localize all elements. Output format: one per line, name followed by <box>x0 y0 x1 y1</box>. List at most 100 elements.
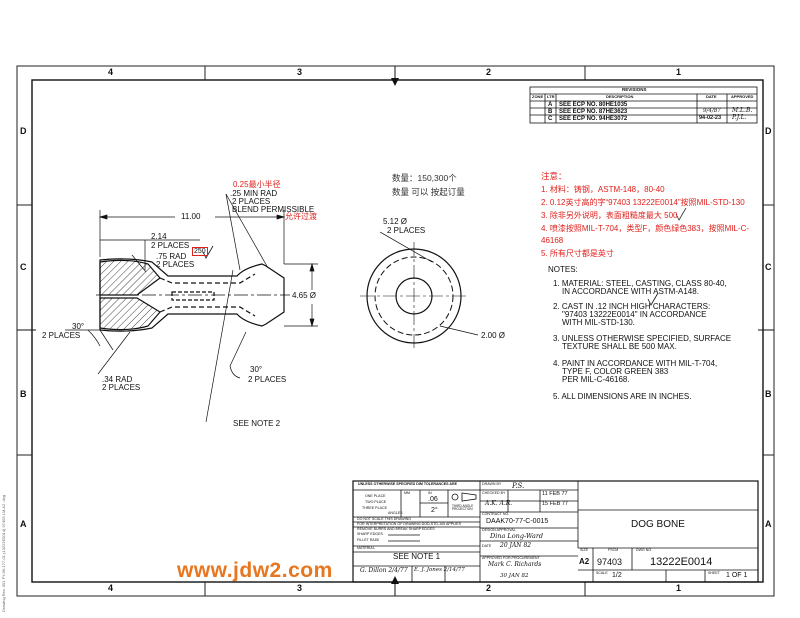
cn-note-2: 2. 0.12英寸高的字“97403 13222E0014”按照MIL-STD-… <box>541 198 745 207</box>
tb-scale-label: SCALE <box>596 571 608 575</box>
rev-a-desc: SEE ECP NO. 80HE1035 <box>559 102 628 108</box>
title-block <box>352 480 759 583</box>
cn-notes-heading: 注意： <box>541 171 567 181</box>
zone-right-c: C <box>765 262 772 272</box>
tb-design-approval: DESIGN APPROVAL <box>482 528 516 532</box>
dim-blend: BLEND PERMISSIBLE <box>232 205 315 214</box>
zone-left-d: D <box>20 126 27 136</box>
tb-sharp-edges: SHARP EDGES <box>357 532 383 536</box>
tb-procurement-date: 30 JAN 82 <box>500 573 529 579</box>
cn-note-3: 3. 除非另外说明，表面粗糙度最大 500 <box>541 211 678 220</box>
rev-b-approved: M.L.B. <box>732 107 753 114</box>
tb-date-label: DATE <box>482 544 492 548</box>
tb-interpretation: FOR INTERPRETATION OF DRAWING DOD-STD-10… <box>357 522 461 526</box>
tb-do-not-scale: DO NOT SCALE THIS DRAWING <box>357 517 412 521</box>
zone-left-b: B <box>20 389 27 399</box>
cn-quantity: 数量：150,300个 <box>392 173 457 183</box>
zone-right-b: B <box>765 389 772 399</box>
zone-bottom-4: 4 <box>108 583 114 593</box>
rev-c-date: 94-02-23 <box>699 115 722 121</box>
dim-angle-30-left: 30° <box>72 322 85 331</box>
margin-vertical-text: Drawing Rev. 001 FY-96-177-01 (13222E001… <box>1 495 6 612</box>
tb-dwg-label: DWG NO. <box>636 548 653 552</box>
tb-in: IN <box>428 491 432 495</box>
tb-angles: ANGLES <box>388 511 403 515</box>
zone-bottom-3: 3 <box>297 583 303 593</box>
dim-rad-75: .75 RAD <box>156 252 187 261</box>
rev-c-ltr: C <box>548 116 553 122</box>
tb-fscm: 97403 <box>597 557 623 567</box>
note-line-5: WITH MIL-STD-130. <box>562 318 635 327</box>
tb-tolerance-header: UNLESS OTHERWISE SPECIFIED DIM TOLERANCE… <box>358 482 457 486</box>
dim-2places-a: 2 PLACES <box>232 197 271 206</box>
tb-remove-burrs: REMOVE BURRS AND BREAK SHARP EDGES <box>357 527 435 531</box>
note-line-11: 5. ALL DIMENSIONS ARE IN INCHES. <box>553 392 692 401</box>
rev-b-desc: SEE ECP NO. 87HE3623 <box>559 109 628 115</box>
tb-design-signature: Dina Long-Ward <box>490 532 544 540</box>
zone-bottom-2: 2 <box>486 583 492 593</box>
note-line-6: 3. UNLESS OTHERWISE SPECIFIED, SURFACE <box>553 334 732 343</box>
revision-table <box>529 86 758 124</box>
tb-sheet-label: SHEET <box>708 571 720 575</box>
rev-a-ltr: A <box>548 102 553 108</box>
dim-2places-g: 2 PLACES <box>387 226 426 235</box>
finish-symbols <box>202 207 687 306</box>
drawing-title: DOG BONE <box>631 519 685 530</box>
tb-size: A2 <box>579 557 590 566</box>
tb-third-angle: THIRD ANGLE PROJECTION <box>452 504 474 512</box>
rev-c-desc: SEE ECP NO. 94HE3072 <box>559 116 628 122</box>
cn-note-4b: 46168 <box>541 236 564 245</box>
tb-two-place: TWO PLACE <box>365 500 387 504</box>
dim-2places-e: 2 PLACES <box>102 383 141 392</box>
dim-2places-c: 2 PLACES <box>156 260 195 269</box>
rev-header-description: DESCRIPTION <box>606 94 634 99</box>
tb-sheet: 1 OF 1 <box>726 572 748 579</box>
rev-b-ltr: B <box>548 109 553 115</box>
zone-right-a: A <box>765 519 772 529</box>
tb-tol-value: .06 <box>428 496 438 503</box>
see-note-2: SEE NOTE 2 <box>233 419 281 428</box>
dim-angle-30-bot: 30° <box>250 365 263 374</box>
tb-date-value: 20 JAN 82 <box>500 542 532 549</box>
zone-right-d: D <box>765 126 772 136</box>
tb-left-signature: G. Dillon 2/4/77 <box>360 567 408 574</box>
rev-b-date: 9/4/87 <box>703 108 721 114</box>
dim-2places-f: 2 PLACES <box>248 375 287 384</box>
finish-250: 250 <box>192 247 208 256</box>
zone-top-1: 1 <box>676 67 682 77</box>
dog-bone-side-view <box>96 258 290 332</box>
zone-left-a: A <box>20 519 27 529</box>
note-line-8: 4. PAINT IN ACCORDANCE WITH MIL-T-704, <box>553 359 718 368</box>
tb-fscm-label: FSCM <box>608 548 619 552</box>
tb-one-place: ONE PLACE <box>365 494 386 498</box>
rev-header-ltr: LTR <box>547 94 555 99</box>
note-line-7: TEXTURE SHALL BE 500 MAX. <box>562 342 677 351</box>
revisions-title: REVISIONS <box>622 87 647 92</box>
cn-note-5: 5. 所有尺寸都是英寸 <box>541 249 614 258</box>
tb-contract-label: CONTRACT NO. <box>482 512 510 516</box>
tb-material-label: MATERIAL <box>357 546 375 550</box>
cn-note-1: 1. 材料：铸钢，ASTM-148，80-40 <box>541 185 665 194</box>
rev-header-approved: APPROVED <box>731 94 754 99</box>
dim-214: 2.14 <box>151 232 167 241</box>
cn-note-4: 4. 喷漆按照MIL-T-704，类型F，颜色绿色383，按照MIL-C- <box>541 224 750 233</box>
tb-mm: MM <box>404 491 410 495</box>
inner-border <box>31 79 764 583</box>
tb-left-signature-2: E. J. Jones 2/14/77 <box>414 567 465 573</box>
notes-heading: NOTES: <box>548 265 578 274</box>
tb-drawn-date: 11 FEB 77 <box>542 491 568 497</box>
tb-drawn-by-label: DRAWN BY <box>482 482 502 486</box>
dim-rad-34: .34 RAD <box>102 375 133 384</box>
zone-bottom-1: 1 <box>676 583 682 593</box>
dim-length: 11.00 <box>181 212 201 221</box>
note-line-2: IN ACCORDANCE WITH ASTM-A148. <box>562 287 699 296</box>
watermark: www.jdw2.com <box>177 559 333 582</box>
dog-bone-end-view <box>360 231 479 350</box>
zone-top-2: 2 <box>486 67 492 77</box>
tb-checked-by: A.K. A.R. <box>485 500 513 507</box>
note-line-3: 2. CAST IN .12 INCH HIGH CHARACTERS: <box>553 302 711 311</box>
rev-header-date: DATE <box>706 94 717 99</box>
dim-dia-465: 4.65 Ø <box>292 291 317 300</box>
cn-min-radius: 0.25最小半径 <box>233 180 281 189</box>
